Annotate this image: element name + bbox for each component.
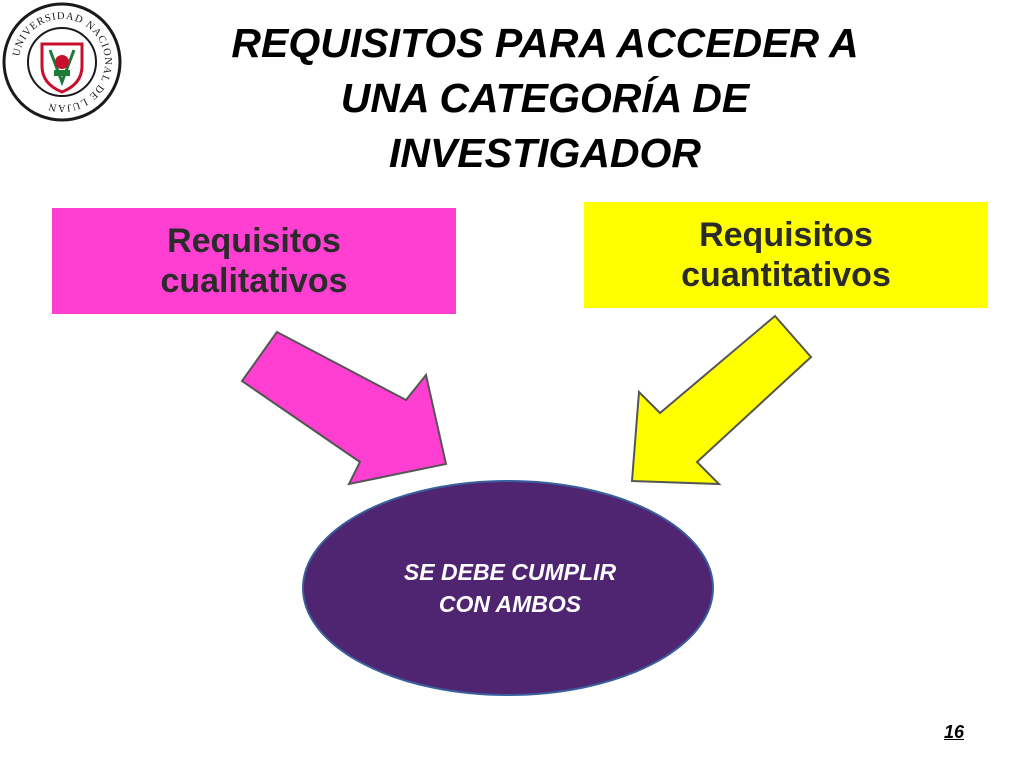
quantitative-box-line-2: cuantitativos [681,256,891,294]
title-line-2: UNA CATEGORÍA DE [340,75,750,121]
left-arrow-icon [240,330,448,486]
university-logo: UNIVERSIDAD NACIONAL DE LUJAN [2,2,122,122]
quantitative-box-line-1: Requisitos [699,216,873,254]
quantitative-requirements-box: Requisitos cuantitativos [584,202,988,308]
page-number: 16 [943,722,965,742]
title-line-3: INVESTIGADOR [388,130,702,176]
slide-title: REQUISITOS PARA ACCEDER A UNA CATEGORÍA … [130,16,960,181]
ellipse-line-2: CON AMBOS [438,591,582,617]
qualitative-box-line-2: cualitativos [160,262,348,300]
logo-center-icon [55,55,69,69]
logo-book-icon [54,70,70,76]
result-ellipse-text: SE DEBE CUMPLIR CON AMBOS [340,556,680,620]
ellipse-line-1: SE DEBE CUMPLIR [403,559,617,585]
logo-laurel-icon [48,49,76,87]
title-line-1: REQUISITOS PARA ACCEDER A [231,20,859,66]
right-arrow-icon [630,314,813,486]
result-ellipse [302,480,714,696]
qualitative-box-line-1: Requisitos [167,222,341,260]
qualitative-requirements-box: Requisitos cualitativos [52,208,456,314]
